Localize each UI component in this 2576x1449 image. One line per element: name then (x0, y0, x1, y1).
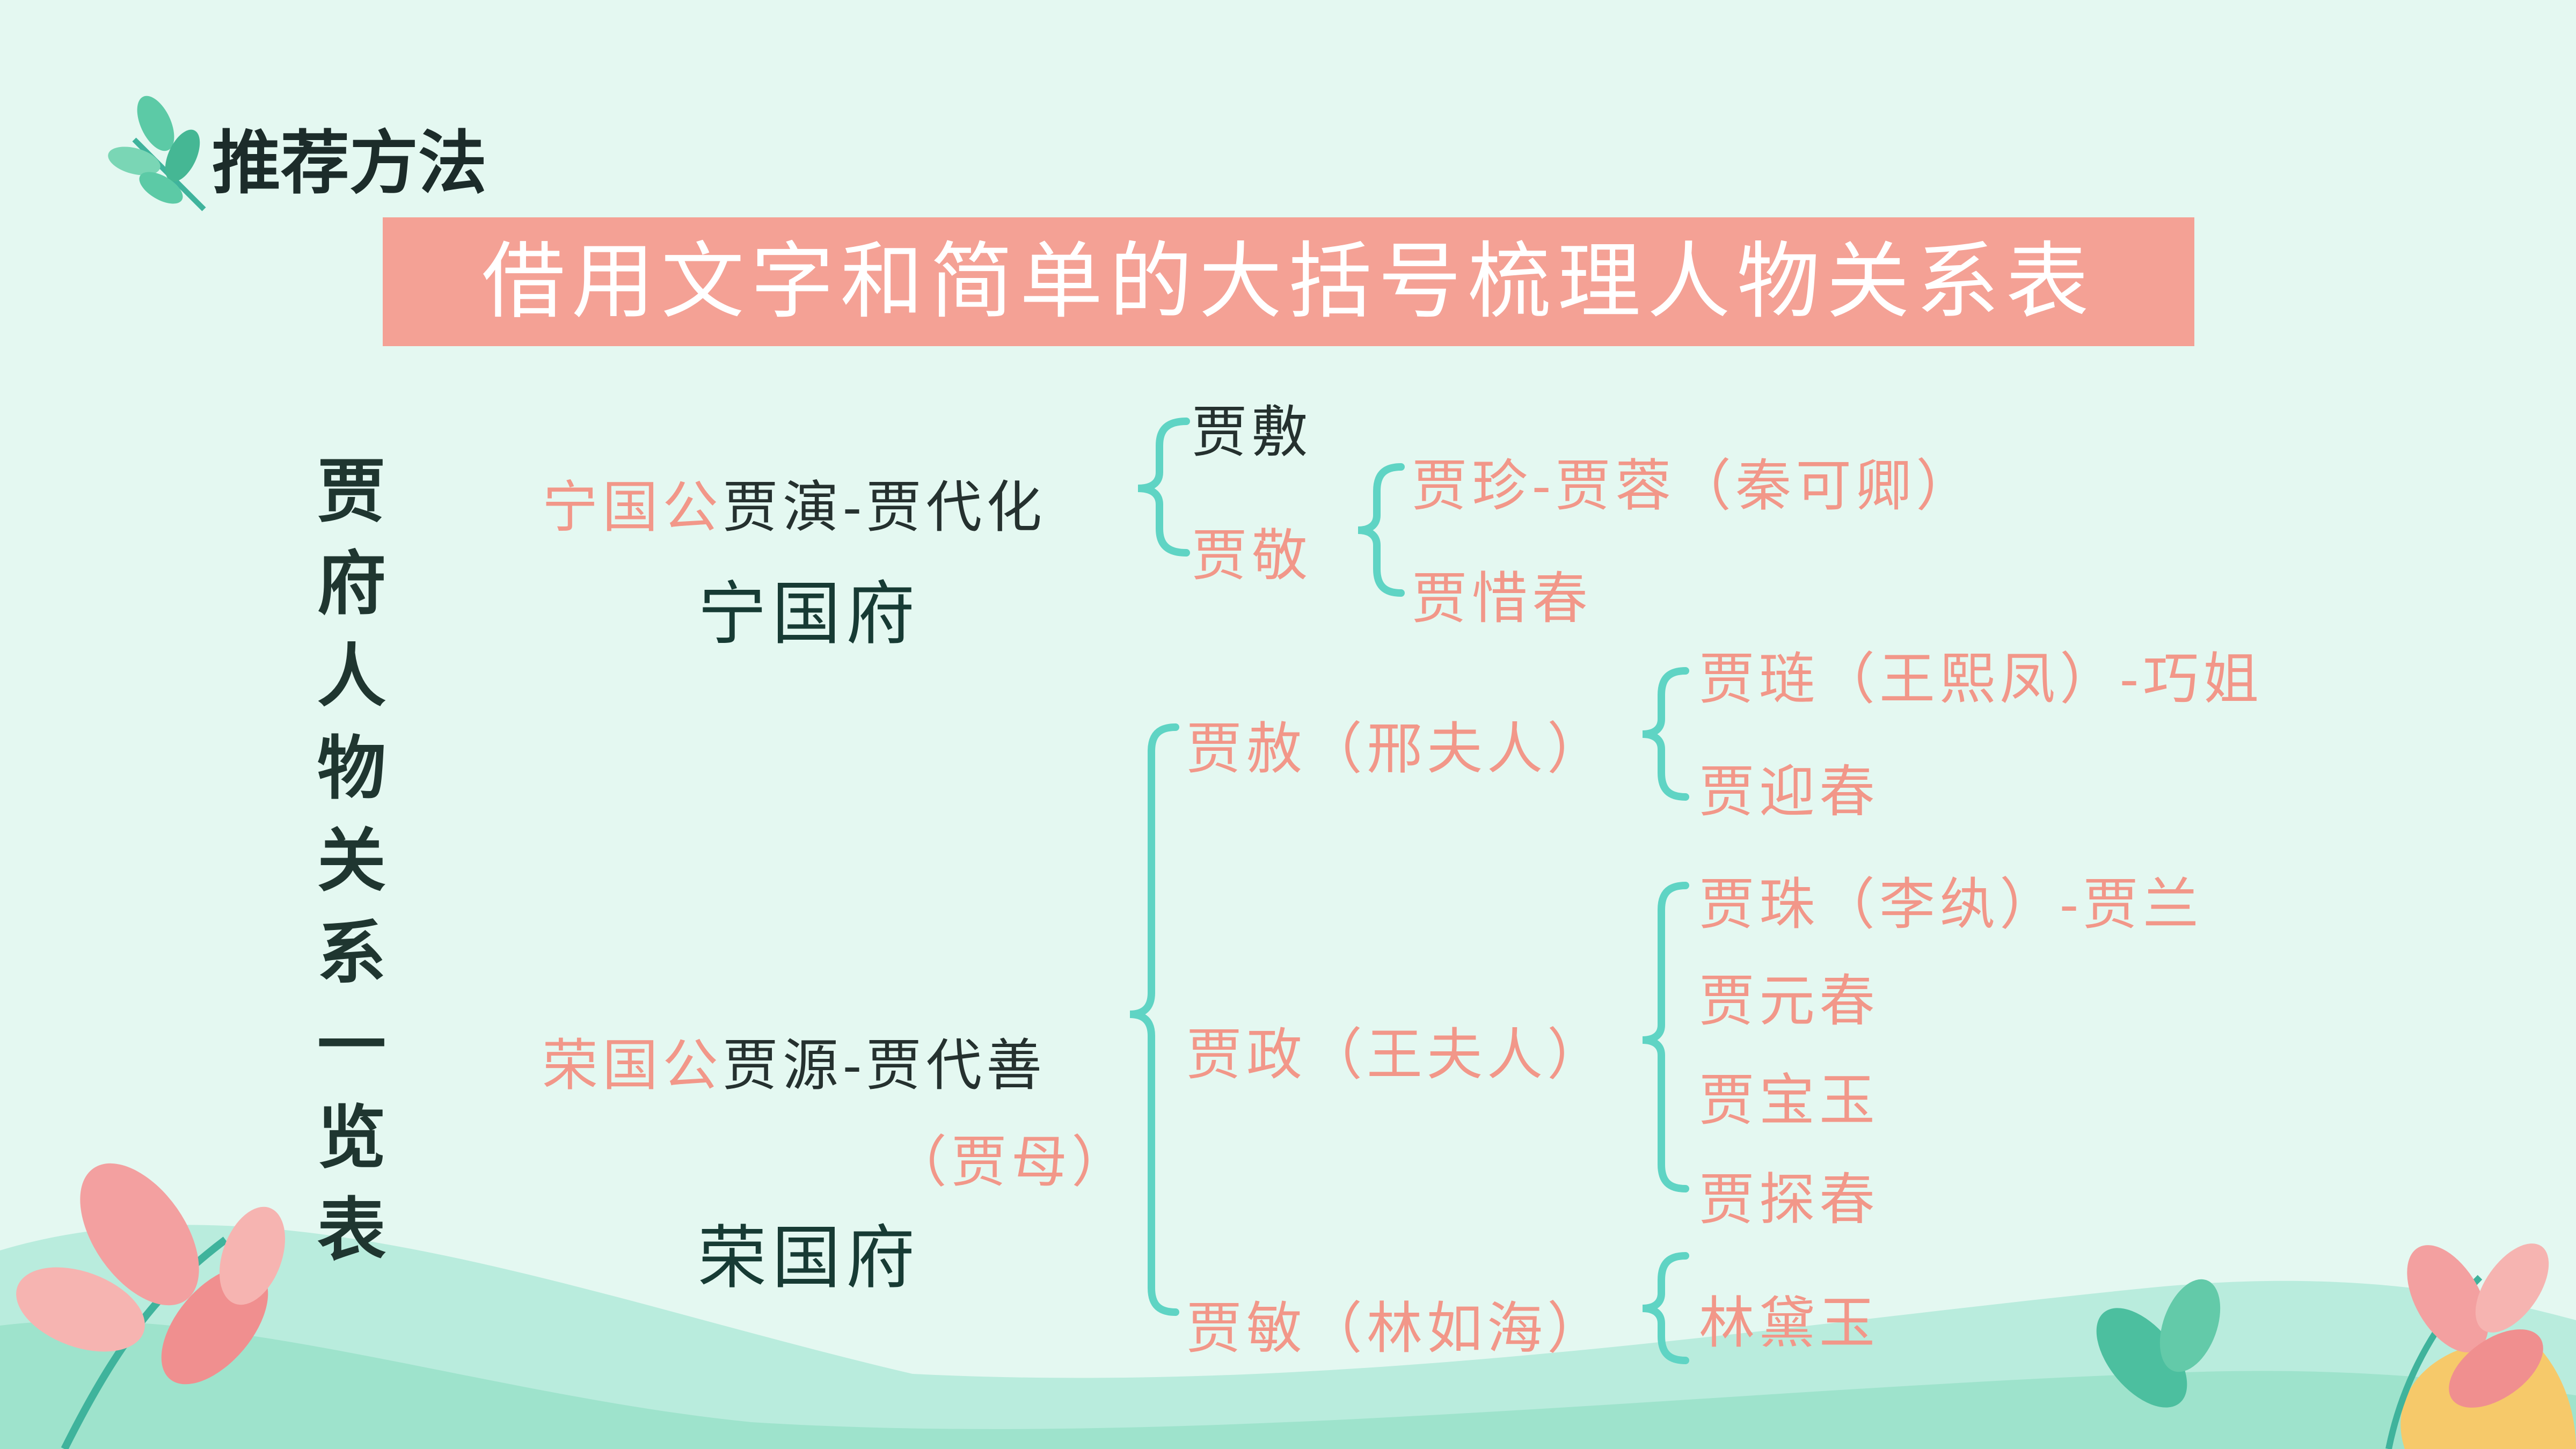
brace-rongguo (1129, 723, 1179, 1316)
side-title-char: 府 (317, 544, 386, 624)
right-leaf-sprig-icon (2096, 1243, 2549, 1449)
person-jiazhu-line: 贾珠（李纨）-贾兰 (1699, 872, 2203, 937)
person-jiajing: 贾敬 (1192, 523, 1312, 588)
side-title-char: 览 (317, 1097, 386, 1178)
brace-jiamin (1642, 1252, 1689, 1364)
section-title: 推荐方法 (212, 123, 487, 203)
banner-title: 借用文字和简单的大括号梳理人物关系表 (481, 233, 2096, 330)
left-leaf-sprig-icon (16, 1163, 286, 1449)
person-jialian-line: 贾琏（王熙凤）-巧姐 (1699, 646, 2264, 712)
side-title-char: 人 (317, 636, 386, 716)
side-title-char: 表 (317, 1190, 386, 1270)
side-title-char: 物 (317, 728, 386, 809)
rongguo-mansion: 荣国府 (698, 1218, 921, 1298)
person-jiayingchun: 贾迎春 (1699, 759, 1880, 824)
relationship-braces (1129, 418, 1689, 1364)
ningguo-ancestor-names: 贾演-贾代化 (723, 474, 1047, 540)
bottom-hill-front (0, 1321, 2576, 1449)
rongguo-ancestor-names: 贾源-贾代善 (723, 1033, 1047, 1098)
ningguo-ancestor: 宁国公贾演-贾代化 (542, 462, 1046, 543)
banner-background (383, 217, 2194, 346)
person-lindaiyu: 林黛玉 (1699, 1290, 1880, 1356)
person-jiazhen-line: 贾珍-贾蓉（秦可卿） (1412, 453, 1976, 518)
rongguo-ancestor: 荣国公贾源-贾代善 (542, 1020, 1046, 1101)
side-title-char: 系 (317, 913, 386, 993)
ningguo-mansion: 宁国府 (698, 574, 921, 654)
rongguo-duke-title: 荣国公 (542, 1033, 723, 1098)
brace-jiazheng (1642, 882, 1689, 1192)
ningguo-duke-title: 宁国公 (542, 474, 723, 540)
side-title-char: 贾 (317, 451, 386, 532)
person-jiaxichun: 贾惜春 (1412, 566, 1593, 631)
person-jiatanchun: 贾探春 (1699, 1167, 1880, 1232)
person-jiashe: 贾赦（邢夫人） (1186, 716, 1608, 781)
side-title-char: 关 (317, 821, 386, 901)
person-jiayuanchun: 贾元春 (1699, 968, 1880, 1034)
rongguo-spouse: （贾母） (891, 1129, 1132, 1195)
side-title: 贾 府 人 物 关 系 一 览 表 (311, 445, 392, 1276)
heading-leaf-icon (108, 96, 206, 211)
person-jiabaoyu: 贾宝玉 (1699, 1067, 1880, 1133)
brace-ningguo (1137, 418, 1190, 557)
brace-jiashe (1642, 667, 1689, 801)
person-jiamin: 贾敏（林如海） (1186, 1296, 1608, 1361)
person-jiafu: 贾敷 (1192, 399, 1312, 465)
brace-jiajing (1358, 463, 1405, 597)
side-title-char: 一 (317, 1005, 386, 1086)
person-jiazheng: 贾政（王夫人） (1186, 1022, 1608, 1087)
